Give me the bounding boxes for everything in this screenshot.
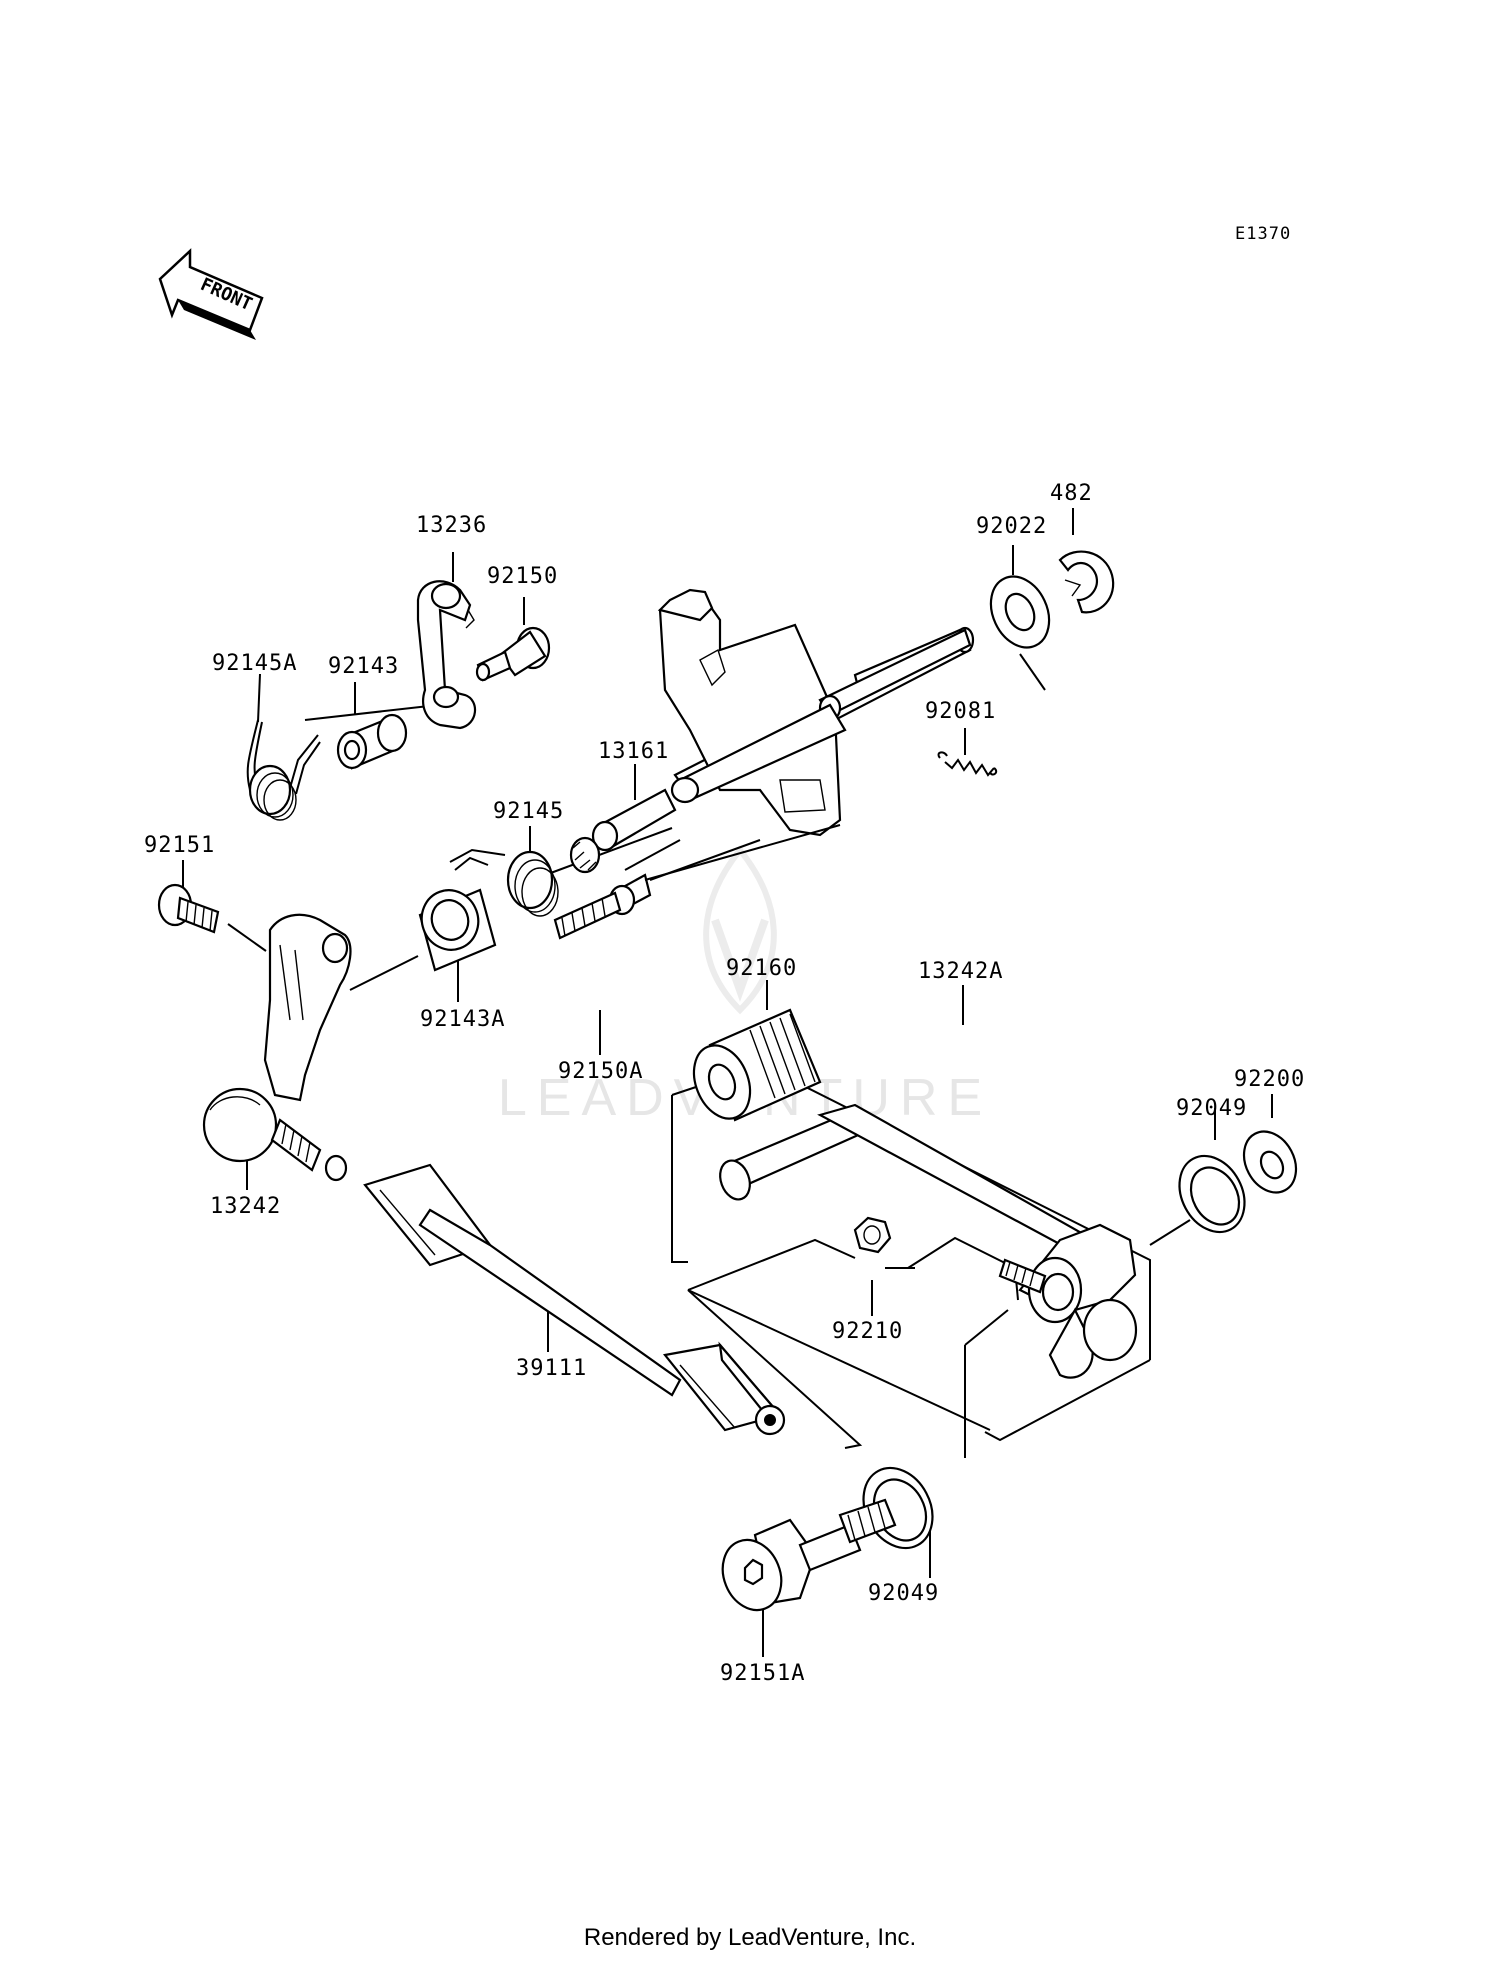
- bolt-92150: [475, 626, 551, 682]
- collar-92143: [336, 713, 408, 770]
- front-arrow-icon: FRONT: [158, 248, 264, 340]
- part-label-92210: 92210: [832, 1319, 903, 1344]
- part-label-92151: 92151: [144, 833, 215, 858]
- washer-92049-upper: [1178, 1154, 1246, 1234]
- part-label-92151A: 92151A: [720, 1661, 805, 1686]
- footer-credit: Rendered by LeadVenture, Inc.: [584, 1924, 916, 1951]
- spring-92145: [449, 848, 559, 917]
- part-label-482: 482: [1050, 481, 1093, 506]
- tie-rod-39111: [363, 1163, 786, 1436]
- part-label-92022: 92022: [976, 514, 1047, 539]
- bolt-92151A: [721, 1498, 897, 1612]
- washer-92022: [989, 575, 1051, 649]
- part-label-92081: 92081: [925, 699, 996, 724]
- part-label-13236: 13236: [416, 513, 487, 538]
- spring-92081: [937, 751, 998, 777]
- part-label-13161: 13161: [598, 739, 669, 764]
- part-label-92049-lower: 92049: [868, 1581, 939, 1606]
- pedal-13242A: [719, 1103, 1138, 1379]
- part-label-39111: 39111: [516, 1356, 587, 1381]
- part-label-92160: 92160: [726, 956, 797, 981]
- shift-shaft-assembly: [553, 588, 975, 940]
- part-label-92150: 92150: [487, 564, 558, 589]
- washer-92200: [1242, 1130, 1298, 1194]
- part-label-13242: 13242: [210, 1194, 281, 1219]
- part-label-92200: 92200: [1234, 1067, 1305, 1092]
- part-label-92143A: 92143A: [420, 1007, 505, 1032]
- part-label-13242A: 13242A: [918, 959, 1003, 984]
- e-clip-482: [1058, 550, 1115, 614]
- leader-lines: [182, 508, 1273, 1657]
- shift-arm-13236: [416, 580, 476, 730]
- collar-92143A: [418, 888, 497, 972]
- lever-13242: [202, 913, 352, 1182]
- diagram-code: E1370: [1235, 224, 1291, 244]
- part-label-92145: 92145: [493, 799, 564, 824]
- part-label-92150A: 92150A: [558, 1059, 643, 1084]
- rubber-92160: [692, 1008, 822, 1122]
- nut-92210: [853, 1216, 892, 1254]
- part-labels: 13236 92150 92145A 92143 13161 92145 921…: [144, 481, 1305, 1686]
- part-label-92049-upper: 92049: [1176, 1096, 1247, 1121]
- bolt-92151: [157, 883, 220, 934]
- spring-92145A: [246, 719, 321, 821]
- part-label-92143: 92143: [328, 654, 399, 679]
- part-label-92145A: 92145A: [212, 651, 297, 676]
